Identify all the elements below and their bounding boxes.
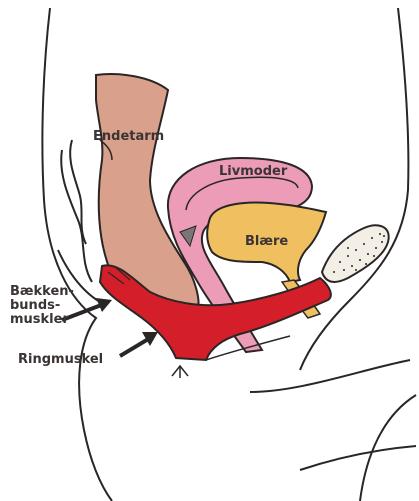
label-endetarm: Endetarm bbox=[93, 130, 164, 144]
label-ringmuskel: Ringmuskel bbox=[18, 353, 103, 367]
anus-mark bbox=[172, 366, 188, 378]
label-livmoder: Livmoder bbox=[219, 165, 287, 179]
thigh-outline bbox=[250, 360, 410, 392]
label-baekkenbundsmuskler: Bækken- bunds- muskler bbox=[10, 285, 74, 327]
label-baekkenbund-line1: Bækken- bbox=[10, 285, 74, 299]
sacrum-curve-2 bbox=[70, 140, 86, 244]
label-baekkenbund-line3: muskler bbox=[10, 313, 74, 327]
leg-outline bbox=[360, 395, 416, 501]
arrow-ringmuskel bbox=[120, 332, 158, 356]
label-baekkenbund-line2: bunds- bbox=[10, 299, 74, 313]
label-blaere: Blære bbox=[245, 235, 288, 249]
sacrum-curve bbox=[61, 150, 92, 282]
pubic-bone bbox=[322, 225, 389, 282]
thigh-outline-lower bbox=[300, 446, 416, 470]
